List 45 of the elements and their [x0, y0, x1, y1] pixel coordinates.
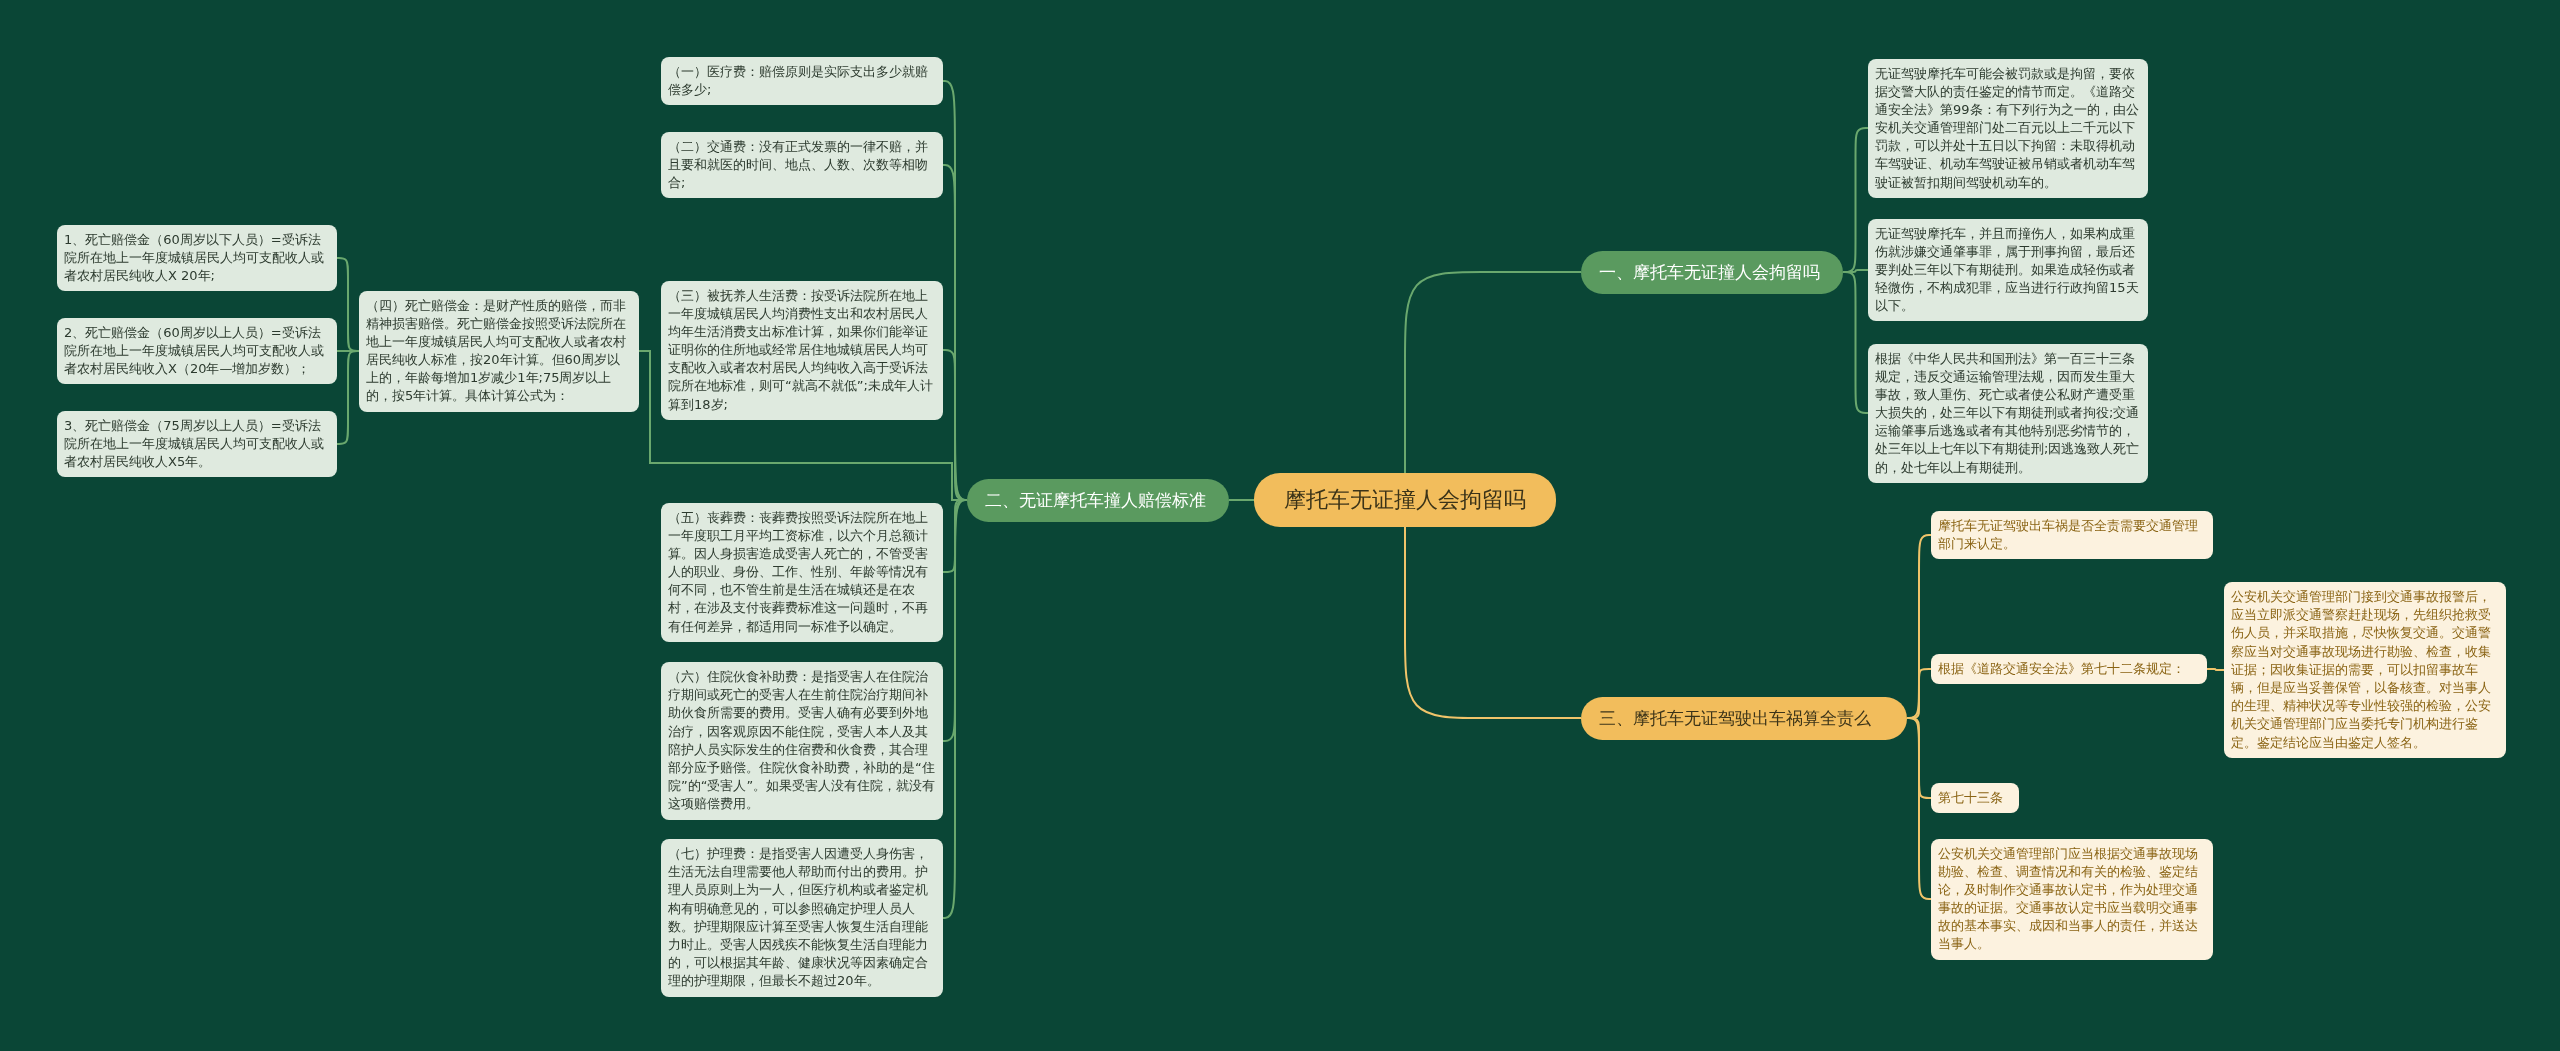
topic-text: 无证驾驶摩托车，并且而撞伤人，如果构成重伤就涉嫌交通肇事罪，属于刑事拘留，最后还要判处三年以下有期徒刑。如果造成轻伤或者轻微伤，不构成犯罪，应当进行行政拘留15天以下。: [1875, 224, 2140, 316]
topic-text: 一、摩托车无证撞人会拘留吗: [1599, 260, 1821, 284]
topic-text: 摩托车无证撞人会拘留吗: [1283, 486, 1527, 514]
note-card: [661, 131, 943, 199]
branch-topic: [967, 478, 1229, 522]
topic-text: 无证驾驶摩托车可能会被罚款或是拘留，要依据交警大队的责任鉴定的情节而定。《道路交通安全法》第99条：有下列行为之一的，由公安机关交通管理部门处二百元以上二千元以下罚款，可以并处十五日以下拘留：未取得机动车驾驶证、机动车驾驶证被吊销或者机动车驾驶证被暂扣期间驾驶机动车的。: [1875, 64, 2140, 192]
topic-text: 3、死亡赔偿金（75周岁以上人员）=受诉法院所在地上一年度城镇居民人均可支配收人或者农村居民纯收人X5年。: [64, 416, 325, 471]
note-card: [359, 290, 639, 412]
note-card: [57, 224, 337, 292]
note-card: [1931, 838, 2213, 960]
topic-text: 摩托车无证驾驶出车祸是否全责需要交通管理部门来认定。: [1938, 517, 2199, 554]
note-card: [57, 410, 337, 478]
branch-topic: [1581, 250, 1843, 294]
note-card: [1931, 783, 2019, 814]
connector-line: [2206, 668, 2225, 671]
note-card: [661, 57, 943, 106]
note-card: [1931, 654, 2207, 685]
topic-text: （七）护理费：是指受害人因遭受人身伤害，生活无法自理需要他人帮助而付出的费用。护理人员原则上为一人，但医疗机构或者鉴定机构有明确意见的，可以参照确定护理人员人数。护理期限应计算至受害人恢复生活自理能力时止。受害人因残疾不能恢复生活自理能力的，可以根据其年龄、健康状况等因素确定合理的护理期限，但最长不超过20年。: [668, 845, 929, 991]
central-topic: [1254, 473, 1556, 527]
connector-line: [336, 350, 360, 445]
topic-text: 公安机关交通管理部门应当根据交通事故现场勘验、检查、调查情况和有关的检验、鉴定结论，及时制作交通事故认定书，作为处理交通事故的证据。交通事故认定书应当载明交通事故的基本事实、成因和当事人的责任，并送达当事人。: [1938, 844, 2199, 954]
branch-topic: [1581, 696, 1907, 740]
connector-line: [1228, 499, 1255, 501]
connector-line: [1404, 526, 1582, 719]
topic-text: （五）丧葬费：丧葬费按照受诉法院所在地上一年度职工月平均工资标准，以六个月总额计算。因人身损害造成受害人死亡的，不管受害人的职业、身份、工作、性别、年龄等情况有何不同，也不管生前是生活在城镇还是在农村，在涉及支付丧葬费标准这一问题时，不再有任何差异，都适用同一标准予以确定。: [668, 508, 929, 636]
topic-text: 根据《道路交通安全法》第七十二条规定：: [1938, 660, 2186, 678]
topic-text: 三、摩托车无证驾驶出车祸算全责么: [1599, 706, 1872, 730]
note-card: [661, 502, 943, 642]
note-card: [1868, 218, 2148, 322]
topic-text: 根据《中华人民共和国刑法》第一百三十三条规定，违反交通运输管理法规，因而发生重大事故，致人重伤、死亡或者使公私财产遭受重大损失的，处三年以下有期徒刑或者拘役;交通运输肇事后逃逸或者有其他特别恶劣情节的，处三年以上七年以下有期徒刑;因逃逸致人死亡的，处七年以上有期徒刑。: [1875, 349, 2141, 477]
note-card: [1931, 511, 2213, 560]
topic-text: （六）住院伙食补助费：是指受害人在住院治疗期间或死亡的受害人在生前住院治疗期间补助伙食所需要的费用。受害人确有必要到外地治疗，因客观原因不能住院，受害人本人及其陪护人员实际发生的住宿费和伙食费，其合理部分应予赔偿。住院伙食补助费，补助的是“住院”的“受害人”。如果受害人没有住院，就没有这项赔偿费用。: [668, 668, 936, 814]
topic-text: （二）交通费：没有正式发票的一律不赔，并且要和就医的时间、地点、人数、次数等相吻合;: [668, 137, 929, 192]
connector-line: [1404, 271, 1582, 474]
topic-text: 第七十三条: [1938, 789, 2004, 807]
note-card: [57, 317, 337, 385]
topic-text: 二、无证摩托车撞人赔偿标准: [985, 488, 1207, 512]
topic-text: 公安机关交通管理部门接到交通事故报警后，应当立即派交通警察赶赴现场，先组织抢救受伤人员，并采取措施，尽快恢复交通。交通警察应当对交通事故现场进行勘验、检查，收集证据；因收集证据的需要，可以扣留事故车辆，但是应当妥善保管，以备核查。对当事人的生理、精神状况等专业性较强的检验，公安机关交通管理部门应当委托专门机构进行鉴定。鉴定结论应当由鉴定人签名。: [2231, 588, 2492, 752]
topic-text: 2、死亡赔偿金（60周岁以上人员）=受诉法院所在地上一年度城镇居民人均可支配收人或者农村居民纯收入X（20年—增加岁数）；: [64, 323, 325, 378]
topic-text: （四）死亡赔偿金：是财产性质的赔偿，而非精神损害赔偿。死亡赔偿金按照受诉法院所在地上一年度城镇居民人均可支配收人或者农村居民纯收人标准，按20年计算。但60周岁以上的，年龄每增加1岁减少1年;75周岁以上的，按5年计算。具体计算公式为：: [366, 296, 627, 406]
connector-line: [942, 499, 968, 919]
connector-line: [1906, 717, 1932, 900]
topic-text: 1、死亡赔偿金（60周岁以下人员）=受诉法院所在地上一年度城镇居民人均可支配收人或者农村居民纯收人X 20年;: [64, 230, 325, 285]
topic-text: （一）医疗费：赔偿原则是实际支出多少就赔偿多少;: [668, 63, 929, 100]
topic-text: （三）被抚养人生活费：按受诉法院所在地上一年度城镇居民人均消费性支出和农村居民人均年生活消费支出标准计算，如果你们能举证证明你的住所地或经常居住地城镇居民人均可支配收入或者农村居民人均纯收入高于受诉法院所在地标准，则可“就高不就低”;未成年人计算到18岁;: [668, 286, 934, 414]
